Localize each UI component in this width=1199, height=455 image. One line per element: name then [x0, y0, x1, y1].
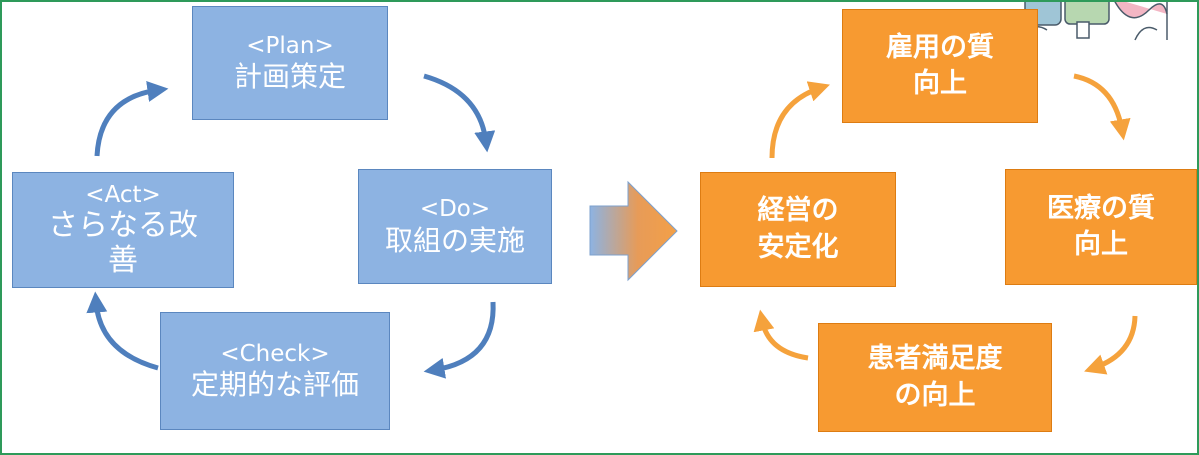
- plan-box: <Plan> 計画策定: [192, 6, 388, 120]
- transition-arrow: [589, 180, 678, 282]
- act-body-line2: 善: [108, 242, 138, 278]
- management-stability-line2: 安定化: [757, 231, 839, 263]
- act-title: <Act>: [85, 181, 161, 208]
- plan-title: <Plan>: [246, 32, 334, 59]
- arrow-management-to-employment: [769, 81, 830, 159]
- do-box: <Do> 取組の実施: [358, 169, 552, 284]
- employment-quality-line2: 向上: [913, 68, 967, 99]
- do-body: 取組の実施: [384, 223, 525, 257]
- medical-quality-line1: 医療の質: [1047, 192, 1155, 224]
- arrow-employment-to-medical: [1073, 73, 1131, 141]
- arrow-patient-to-management: [753, 309, 809, 361]
- patient-satisfaction-box: 患者満足度 の向上: [818, 323, 1052, 432]
- arrow-act-to-plan: [94, 81, 169, 157]
- plan-body: 計画策定: [233, 60, 346, 94]
- medical-quality-box: 医療の質 向上: [1005, 169, 1197, 285]
- arrow-medical-to-patient: [1084, 315, 1138, 375]
- patient-satisfaction-line2: の向上: [894, 379, 976, 411]
- patient-satisfaction-line1: 患者満足度: [867, 343, 1003, 375]
- check-box: <Check> 定期的な評価: [160, 312, 390, 430]
- check-title: <Check>: [220, 340, 330, 367]
- act-body-line1: さらなる改: [48, 208, 198, 244]
- employment-quality-line1: 雇用の質: [886, 31, 994, 63]
- arrow-do-to-check: [423, 301, 496, 379]
- management-stability-box: 経営の 安定化: [700, 172, 896, 287]
- arrow-check-to-act: [86, 291, 159, 371]
- check-body: 定期的な評価: [190, 368, 359, 402]
- management-stability-line1: 経営の: [757, 195, 839, 227]
- do-title: <Do>: [419, 196, 491, 223]
- arrow-plan-to-do: [423, 73, 496, 153]
- act-box: <Act> さらなる改 善: [12, 172, 234, 288]
- medical-quality-line2: 向上: [1074, 229, 1128, 260]
- employment-quality-box: 雇用の質 向上: [842, 9, 1038, 123]
